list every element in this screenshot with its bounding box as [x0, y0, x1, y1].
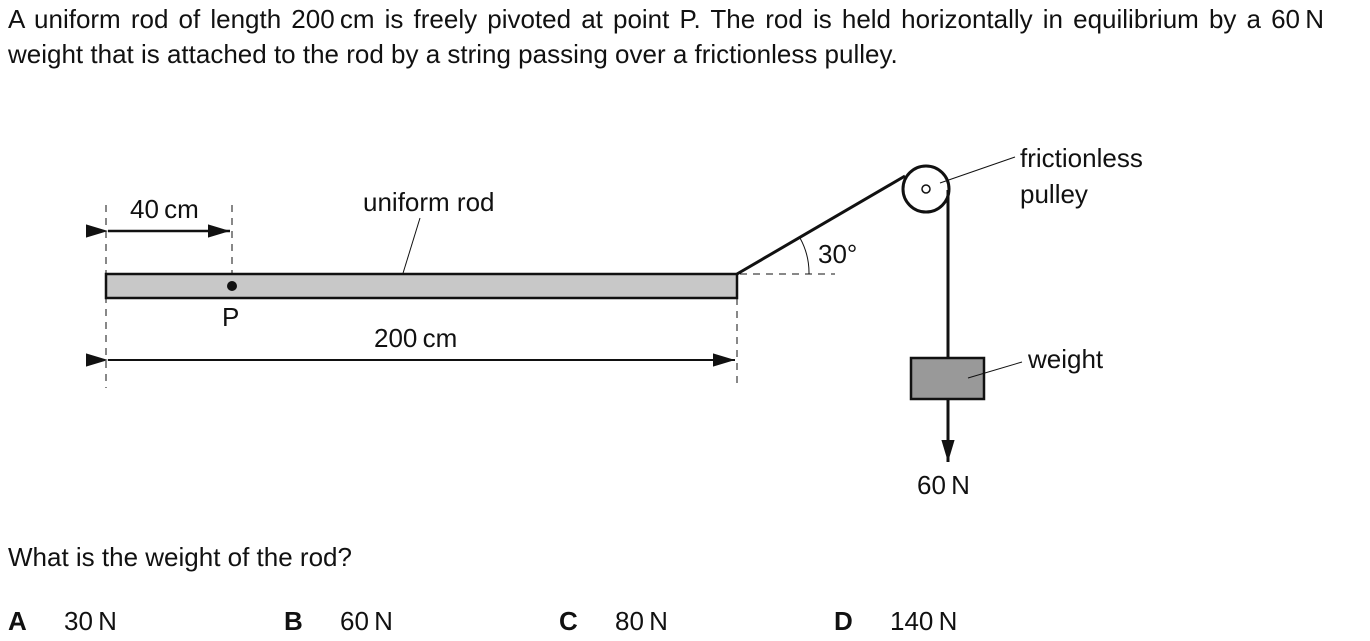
label-200cm: 200 cm	[374, 323, 457, 353]
option-text: 60 N	[340, 606, 393, 636]
question-prompt: What is the weight of the rod?	[8, 542, 352, 572]
label-weight: weight	[1027, 344, 1104, 374]
option-text: 30 N	[64, 606, 117, 636]
option-text: 80 N	[615, 606, 668, 636]
label-P: P	[222, 302, 239, 332]
option-letter: C	[559, 606, 578, 636]
option-letter: B	[284, 606, 303, 636]
option-c[interactable]: C 80 N	[559, 602, 668, 640]
weight-block	[909, 356, 986, 401]
answer-options: A 30 N B 60 N C 80 N D 140 N	[0, 602, 1370, 640]
label-force-60N: 60 N	[917, 470, 970, 500]
question-stem: A uniform rod of length 200 cm is freely…	[8, 4, 1324, 69]
string-inclined	[736, 174, 906, 276]
option-letter: A	[8, 606, 27, 636]
leader-uniform-rod	[399, 217, 421, 284]
label-pulley: pulley	[1020, 179, 1088, 209]
label-uniform-rod: uniform rod	[363, 187, 495, 217]
option-d[interactable]: D 140 N	[834, 602, 957, 640]
option-b[interactable]: B 60 N	[284, 602, 393, 640]
label-frictionless: frictionless	[1020, 143, 1143, 173]
angle-arc	[799, 237, 810, 275]
pivot-point	[227, 281, 237, 291]
option-a[interactable]: A 30 N	[8, 602, 117, 640]
leader-weight	[967, 361, 1023, 379]
option-text: 140 N	[890, 606, 958, 636]
rod-pulley-diagram: 40 cm uniform rod P 200 cm 30° frictionl…	[86, 143, 1143, 500]
leader-pulley	[939, 156, 1016, 184]
label-40cm: 40 cm	[130, 194, 199, 224]
label-angle-30: 30°	[818, 239, 857, 269]
option-letter: D	[834, 606, 853, 636]
uniform-rod	[104, 272, 739, 300]
pulley-axle	[921, 184, 931, 194]
